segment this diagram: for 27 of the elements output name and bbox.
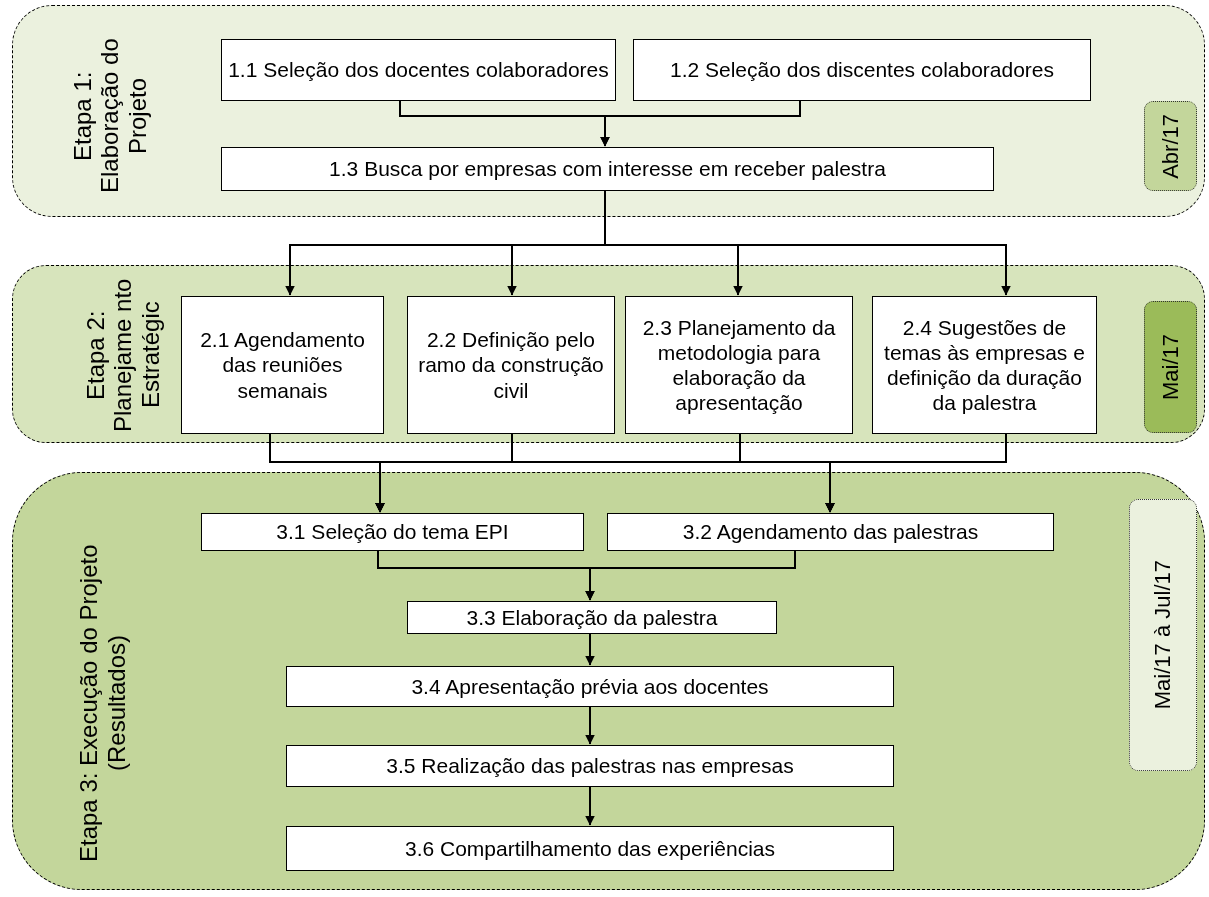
step-box: 2.3 Planejamento da metodologia para elaboração da apresentação [625,296,853,434]
connector-arrow [600,99,801,147]
stage-heading: Etapa 3: Execução do Projeto (Resultados) [74,543,131,864]
stage-panel [12,472,1205,890]
stage-panel [12,265,1205,443]
connector-arrow [585,785,595,826]
step-box: 2.4 Sugestões de temas às empresas e definição da duração da palestra [872,296,1097,434]
step-box: 3.6 Compartilhamento das experiências [286,826,894,871]
date-tag: Mai/17 [1144,301,1197,433]
stage-heading: Etapa 2: Planejame nto Estratégic [80,277,165,434]
step-box: 1.1 Seleção dos docentes colaboradores [221,39,616,101]
step-box: 1.3 Busca por empresas com interesse em receber palestra [221,147,994,191]
connector-arrow [585,705,595,745]
stage-panel [12,5,1205,217]
step-box: 3.4 Apresentação prévia aos docentes [286,666,894,707]
step-box: 3.5 Realização das palestras nas empresas [286,745,894,787]
connector-arrow [585,632,595,666]
step-box: 3.1 Seleção do tema EPI [201,513,584,551]
stage-heading: Etapa 1: Elaboração do Projeto [67,37,152,196]
date-tag: Mai/17 à Jul/17 [1129,499,1197,771]
step-box: 1.2 Seleção dos discentes colaboradores [633,39,1091,101]
step-box: 3.3 Elaboração da palestra [407,601,777,634]
step-box: 3.2 Agendamento das palestras [607,513,1054,551]
step-box: 2.2 Definição pelo ramo da construção civil [407,296,615,434]
connector-arrow [585,549,796,601]
date-tag: Abr/17 [1144,101,1197,191]
step-box: 2.1 Agendamento das reuniões semanais [181,296,384,434]
